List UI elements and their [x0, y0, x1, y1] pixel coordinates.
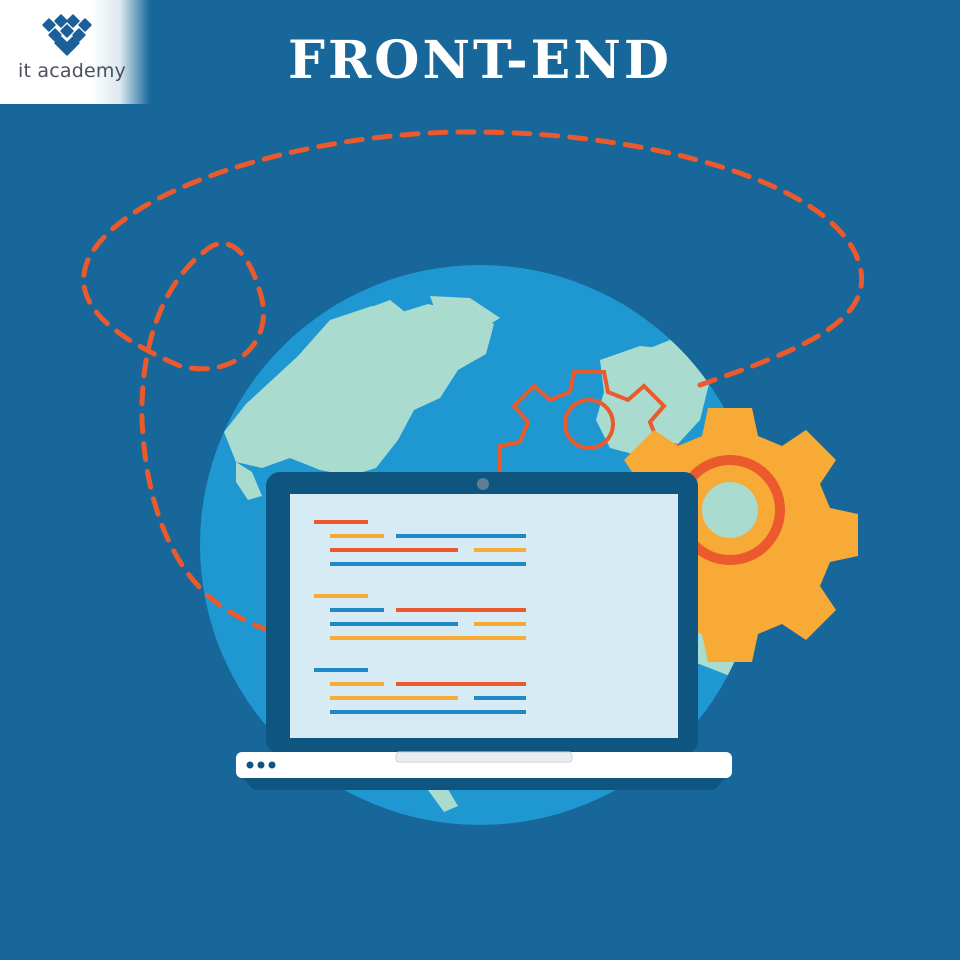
laptop: [236, 472, 732, 790]
laptop-notch: [395, 751, 573, 763]
laptop-screen: [290, 494, 678, 738]
dashed-path: [81, 129, 865, 659]
code-lines: [314, 520, 526, 714]
logo-text: it academy: [18, 60, 127, 82]
logo-badge: it academy: [0, 0, 150, 104]
page-title: FRONT-END: [288, 30, 672, 91]
webcam: [477, 478, 489, 490]
laptop-dots-icon: [246, 761, 276, 769]
laptop-base: [236, 752, 732, 778]
heart-grid-icon: [42, 14, 92, 56]
